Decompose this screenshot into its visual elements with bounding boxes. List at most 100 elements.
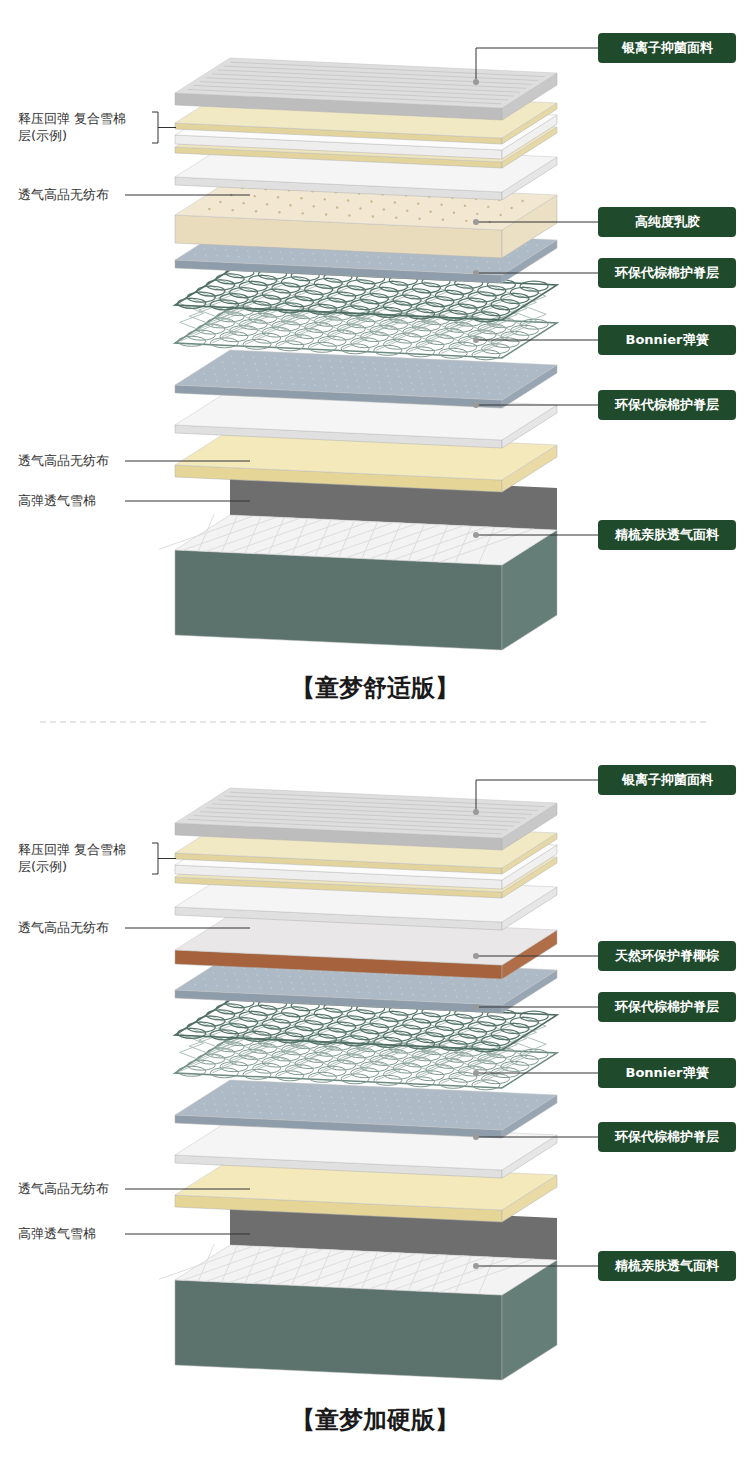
- texture-dot: [411, 988, 413, 990]
- texture-dot: [387, 375, 389, 377]
- texture-dot: [476, 386, 478, 388]
- texture-dot: [213, 367, 215, 369]
- texture-dot: [249, 986, 251, 988]
- spring-coil: [220, 332, 248, 342]
- part-name: 环保代棕棉护脊层: [615, 264, 719, 282]
- spring-coil: [374, 1075, 402, 1085]
- texture-dot: [494, 374, 496, 376]
- spring-coil: [178, 1066, 206, 1076]
- texture-dot: [336, 206, 338, 208]
- texture-dot: [476, 213, 478, 215]
- spring-coil: [426, 297, 454, 307]
- texture-dot: [514, 974, 516, 976]
- texture-dot: [527, 250, 529, 252]
- texture-dot: [318, 1090, 320, 1092]
- texture-dot: [314, 1114, 316, 1116]
- texture-dot: [260, 987, 262, 989]
- texture-dot: [390, 263, 392, 265]
- separator: [40, 722, 710, 723]
- texture-dot: [343, 978, 345, 980]
- spring-coil: [230, 288, 258, 298]
- texture-dot: [358, 261, 360, 263]
- texture-dot: [300, 371, 302, 373]
- fabric-stripe: [230, 792, 544, 806]
- leader-dot: [473, 532, 479, 538]
- texture-dot: [233, 362, 235, 364]
- texture-dot: [342, 367, 344, 369]
- texture-dot: [476, 261, 478, 263]
- texture-dot: [292, 1113, 294, 1115]
- spring-coil: [341, 344, 369, 354]
- spring-coil: [285, 297, 313, 307]
- texture-dot: [476, 991, 478, 993]
- texture-dot: [203, 1103, 205, 1105]
- texture-dot: [440, 1101, 442, 1103]
- texture-dot: [460, 1096, 462, 1098]
- leader-line: [125, 501, 250, 502]
- texture-dot: [452, 1108, 454, 1110]
- texture-dot: [236, 980, 238, 982]
- texture-dot: [278, 1100, 280, 1102]
- texture-dot: [244, 362, 246, 364]
- texture-dot: [467, 1121, 469, 1123]
- texture-dot: [203, 373, 205, 375]
- texture-dot: [405, 1094, 407, 1096]
- spring-wire: [353, 305, 377, 343]
- texture-dot: [275, 1088, 277, 1090]
- texture-dot: [247, 1105, 249, 1107]
- spring-wire: [189, 297, 213, 335]
- texture-dot: [445, 995, 447, 997]
- texture-dot: [265, 363, 267, 365]
- texture-dot: [440, 204, 442, 206]
- texture-dot: [376, 1105, 378, 1107]
- spring-coil: [318, 1028, 346, 1038]
- spring-wire: [245, 1036, 269, 1074]
- base-layer: [159, 1244, 557, 1380]
- texture-dot: [322, 372, 324, 374]
- texture-dot: [465, 385, 467, 387]
- texture-dot: [443, 989, 445, 991]
- spring-wire: [493, 305, 517, 343]
- texture-dot: [266, 203, 268, 205]
- spring-wire: [353, 1035, 377, 1073]
- spring-coil: [482, 344, 510, 354]
- texture-dot: [312, 983, 314, 985]
- quilt-line: [385, 1253, 401, 1290]
- texture-dot: [440, 371, 442, 373]
- spring-coil: [360, 1024, 388, 1034]
- texture-dot: [400, 382, 402, 384]
- label-box: 环保代棕棉护脊层: [598, 1122, 736, 1152]
- texture-dot: [260, 257, 262, 259]
- texture-dot: [463, 379, 465, 381]
- texture-dot: [487, 206, 489, 208]
- spring-coil: [383, 1031, 411, 1041]
- quilt-line: [198, 1244, 214, 1281]
- texture-dot: [431, 1107, 433, 1109]
- spring-coil: [482, 1036, 510, 1046]
- spring-wire: [409, 1044, 433, 1082]
- spring-coil: [393, 295, 421, 305]
- spring-wire: [343, 311, 367, 349]
- texture-dot: [320, 1096, 322, 1098]
- fabric-stripe: [188, 819, 502, 833]
- texture-dot: [320, 971, 322, 973]
- spring-coil: [285, 1027, 313, 1037]
- texture-dot: [507, 256, 509, 258]
- part-name: 环保代棕棉护脊层: [615, 998, 719, 1016]
- texture-dot: [412, 264, 414, 266]
- texture-dot: [378, 1111, 380, 1113]
- spring-coil: [262, 1019, 290, 1029]
- texture-dot: [496, 1110, 498, 1112]
- texture-dot: [318, 360, 320, 362]
- texture-dot: [336, 385, 338, 387]
- fabric-stripe: [200, 82, 514, 96]
- spring-coil: [459, 298, 487, 308]
- texture-dot: [219, 201, 221, 203]
- texture-dot: [507, 381, 509, 383]
- texture-dot: [420, 982, 422, 984]
- texture-dot: [405, 364, 407, 366]
- spring-wire: [418, 308, 442, 346]
- texture-dot: [507, 1111, 509, 1113]
- texture-dot: [280, 252, 282, 254]
- texture-dot: [485, 985, 487, 987]
